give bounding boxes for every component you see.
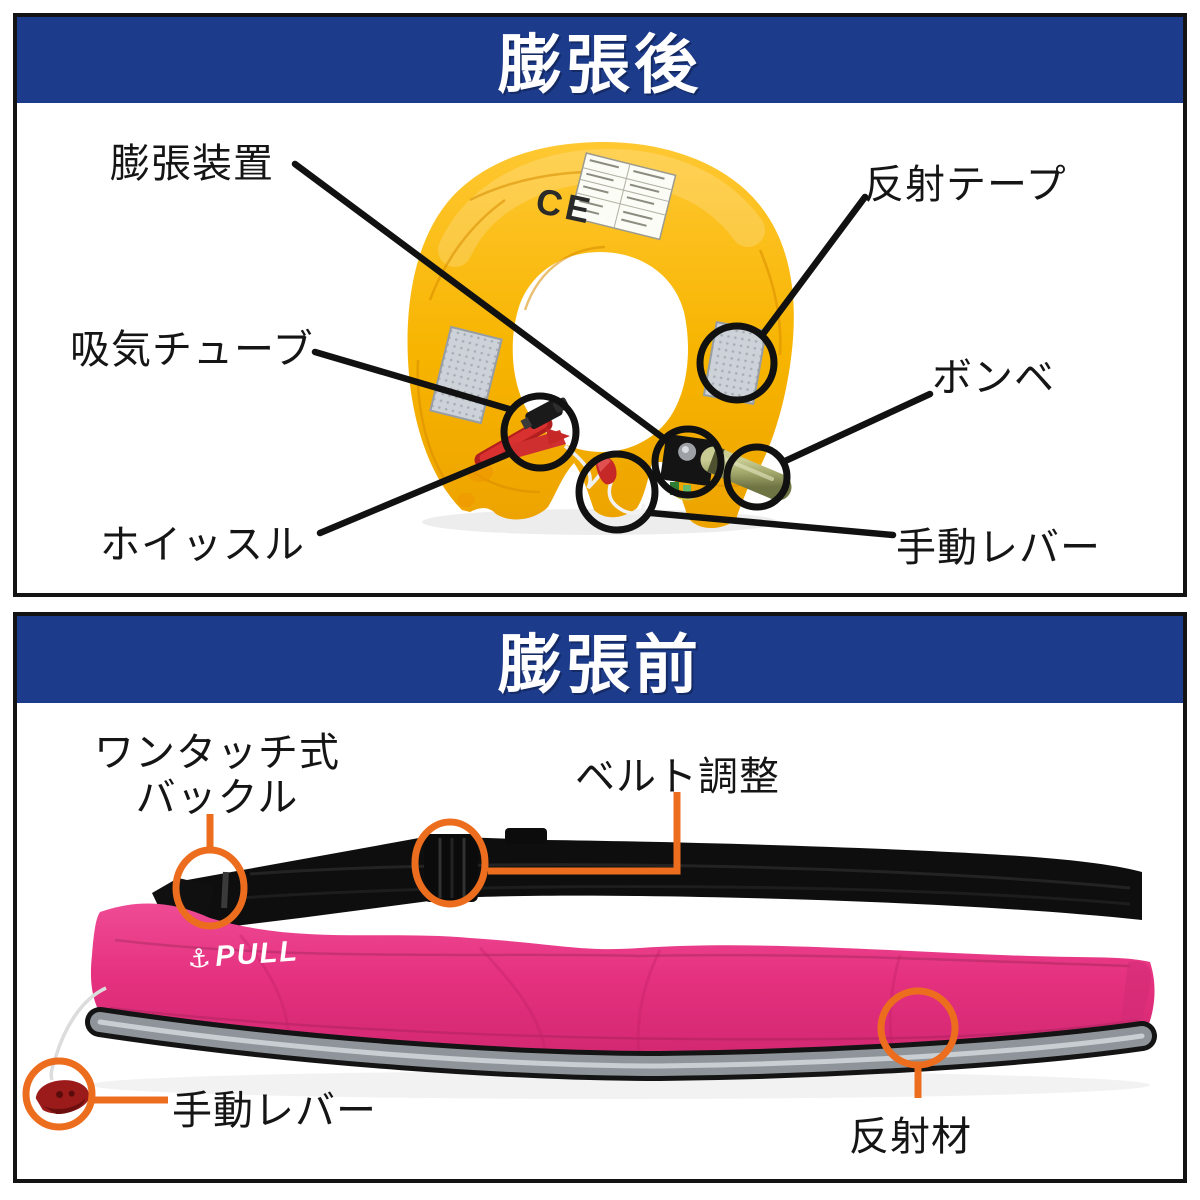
label-manual-lever-2: 手動レバー — [172, 1089, 377, 1133]
label-inflator: 膨張装置 — [110, 142, 274, 186]
title-after-inflation: 膨張後 — [498, 29, 702, 101]
label-whistle: ホイッスル — [100, 523, 305, 567]
header-before-inflation: 膨張前 — [17, 616, 1183, 703]
label-one-touch-buckle-line2: バックル — [135, 776, 299, 820]
label-intake-tube: 吸気チューブ — [70, 328, 314, 372]
panel-before-inflation — [13, 612, 1187, 1183]
header-after-inflation: 膨張後 — [17, 17, 1183, 103]
title-before-inflation: 膨張前 — [498, 628, 702, 701]
label-reflective-material: 反射材 — [849, 1115, 972, 1159]
label-one-touch-buckle: ワンタッチ式 バックル — [92, 731, 342, 821]
panel-after-inflation — [13, 13, 1187, 597]
label-reflective-tape: 反射テープ — [864, 163, 1067, 207]
label-manual-lever: 手動レバー — [896, 526, 1101, 570]
label-gas-cylinder: ボンベ — [932, 356, 1055, 400]
label-belt-adjust: ベルト調整 — [575, 755, 780, 799]
label-one-touch-buckle-line1: ワンタッチ式 — [94, 731, 340, 775]
